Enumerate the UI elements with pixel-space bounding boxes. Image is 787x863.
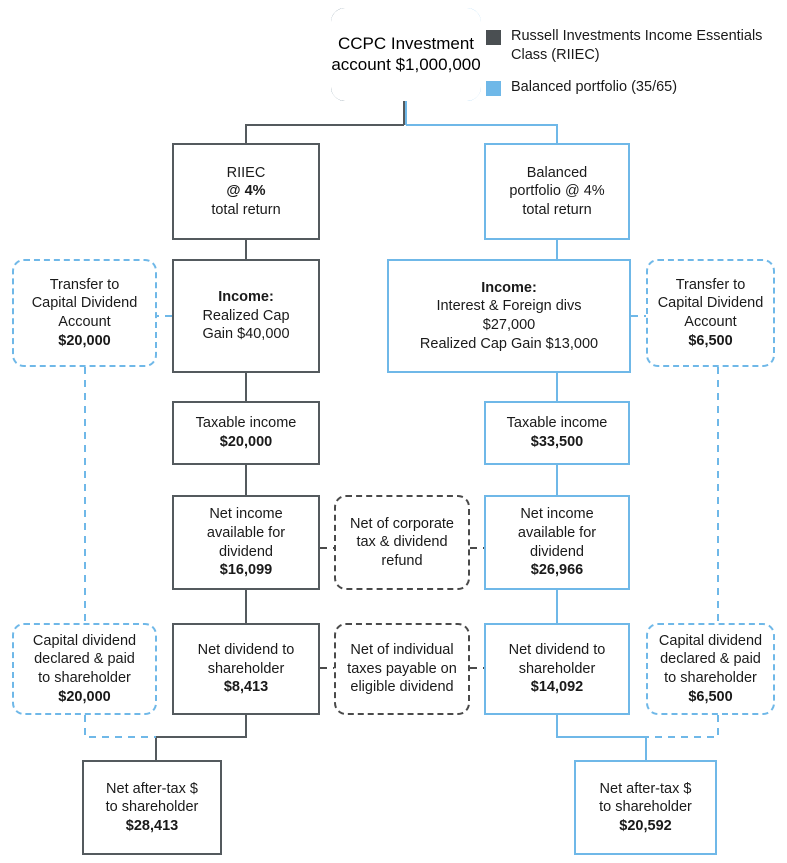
left-taxable-amount: $20,000 bbox=[219, 434, 273, 450]
left-net-dividend-line-1: Net dividend to bbox=[197, 642, 295, 659]
left-capital-dividend-paid-box: Capital dividend declared & paid to shar… bbox=[12, 623, 157, 715]
right-net-dividend-box: Net dividend to shareholder $14,092 bbox=[484, 623, 630, 715]
left-net-after-tax-box: Net after-tax $ to shareholder $28,413 bbox=[82, 760, 222, 855]
legend-label-riiec: Russell Investments Income Essentials Cl… bbox=[511, 28, 763, 63]
right-cdp-line-3: to shareholder bbox=[664, 670, 757, 686]
right-cdp-line-2: declared & paid bbox=[660, 651, 761, 668]
right-taxable-income-box: Taxable income $33,500 bbox=[484, 401, 630, 465]
left-net-income-line-3: dividend bbox=[218, 543, 273, 560]
legend: Russell Investments Income Essentials Cl… bbox=[486, 27, 786, 110]
right-income-line-1: Interest & Foreign divs bbox=[436, 298, 582, 315]
left-income-line-1: Realized Cap bbox=[202, 307, 290, 324]
legend-item-balanced: Balanced portfolio (35/65) bbox=[486, 78, 786, 97]
note-net-of-corporate-tax: Net of corporate tax & dividend refund bbox=[334, 495, 470, 590]
left-net-income-line-1: Net income bbox=[209, 506, 283, 523]
corp-note-line-3: refund bbox=[381, 552, 423, 569]
right-taxable-amount: $33,500 bbox=[530, 434, 584, 450]
left-after-tax-amount: $28,413 bbox=[125, 817, 179, 834]
right-net-income-line-3: dividend bbox=[529, 543, 584, 560]
left-net-income-amount: $16,099 bbox=[219, 562, 273, 579]
left-after-tax-line-1: Net after-tax $ bbox=[106, 780, 198, 797]
right-return-line-3: total return bbox=[522, 201, 592, 218]
legend-item-riiec: Russell Investments Income Essentials Cl… bbox=[486, 27, 786, 65]
note-net-of-individual-tax: Net of individual taxes payable on eligi… bbox=[334, 623, 470, 715]
left-income-heading: Income: bbox=[218, 289, 274, 306]
left-cda-line-3: Account bbox=[58, 314, 111, 330]
indiv-note-line-2: taxes payable on bbox=[347, 660, 457, 677]
right-income-heading: Income: bbox=[481, 279, 537, 296]
left-transfer-to-cda-box: Transfer to Capital Dividend Account $20… bbox=[12, 259, 157, 367]
left-return-box: RIIEC @ 4% total return bbox=[172, 143, 320, 240]
left-cdp-line-3: to shareholder bbox=[38, 670, 131, 686]
left-cdp-line-1: Capital dividend bbox=[32, 632, 137, 649]
right-cda-line-2: Capital Dividend bbox=[657, 295, 764, 312]
left-cda-line-1: Transfer to bbox=[49, 276, 120, 293]
left-cdp-line-2: declared & paid bbox=[34, 651, 135, 668]
right-net-after-tax-box: Net after-tax $ to shareholder $20,592 bbox=[574, 760, 717, 855]
ccpc-line-2: Investment bbox=[390, 33, 475, 53]
right-net-income-line-2: available for bbox=[517, 524, 597, 541]
right-return-line-1: Balanced bbox=[526, 164, 588, 181]
right-taxable-label: Taxable income bbox=[506, 415, 608, 432]
left-return-line-1: RIIEC bbox=[226, 164, 266, 181]
left-after-tax-line-2: to shareholder bbox=[105, 799, 199, 816]
left-net-dividend-amount: $8,413 bbox=[223, 679, 269, 696]
right-net-income-line-1: Net income bbox=[520, 506, 594, 523]
left-net-dividend-line-2: shareholder bbox=[207, 660, 285, 677]
right-cdp-line-1: Capital dividend bbox=[658, 632, 763, 649]
ccpc-line-1: CCPC bbox=[337, 33, 387, 53]
indiv-note-line-3: eligible dividend bbox=[350, 679, 454, 696]
right-income-box: Income: Interest & Foreign divs $27,000 … bbox=[387, 259, 631, 373]
legend-label-balanced: Balanced portfolio (35/65) bbox=[511, 78, 678, 95]
left-return-line-3: total return bbox=[211, 201, 281, 218]
left-taxable-label: Taxable income bbox=[195, 415, 297, 432]
left-income-line-2: Gain $40,000 bbox=[202, 326, 290, 343]
indiv-note-line-1: Net of individual bbox=[350, 642, 454, 659]
right-capital-dividend-paid-box: Capital dividend declared & paid to shar… bbox=[646, 623, 775, 715]
corp-note-line-1: Net of corporate bbox=[350, 515, 454, 532]
left-taxable-income-box: Taxable income $20,000 bbox=[172, 401, 320, 465]
left-cdp-amount: $20,000 bbox=[58, 688, 111, 705]
left-cda-amount: $20,000 bbox=[58, 332, 111, 349]
left-net-income-line-2: available for bbox=[206, 524, 286, 541]
left-cda-line-2: Capital Dividend bbox=[31, 295, 138, 312]
right-cdp-amount: $6,500 bbox=[688, 688, 733, 705]
left-income-box: Income: Realized Cap Gain $40,000 bbox=[172, 259, 320, 373]
left-net-income-box: Net income available for dividend $16,09… bbox=[172, 495, 320, 590]
right-net-income-box: Net income available for dividend $26,96… bbox=[484, 495, 630, 590]
legend-swatch-dark-icon bbox=[486, 30, 501, 45]
right-net-dividend-amount: $14,092 bbox=[530, 679, 584, 696]
right-after-tax-line-2: to shareholder bbox=[599, 799, 692, 816]
right-return-box: Balanced portfolio @ 4% total return bbox=[484, 143, 630, 240]
right-cda-line-3: Account bbox=[684, 314, 737, 330]
corp-note-line-2: tax & dividend bbox=[356, 534, 448, 551]
ccpc-amount: $1,000,000 bbox=[395, 54, 481, 74]
right-cda-line-1: Transfer to bbox=[675, 276, 746, 293]
right-net-dividend-line-1: Net dividend to bbox=[508, 642, 606, 659]
right-transfer-to-cda-box: Transfer to Capital Dividend Account $6,… bbox=[646, 259, 775, 367]
right-net-income-amount: $26,966 bbox=[530, 562, 584, 579]
right-after-tax-line-1: Net after-tax $ bbox=[599, 780, 692, 797]
right-income-line-2: $27,000 bbox=[482, 317, 536, 333]
right-return-line-2: portfolio @ 4% bbox=[509, 183, 605, 200]
ccpc-investment-account-node: CCPC Investment account $1,000,000 bbox=[331, 8, 481, 101]
right-net-dividend-line-2: shareholder bbox=[518, 660, 596, 677]
legend-swatch-blue-icon bbox=[486, 80, 501, 96]
ccpc-line-3: account bbox=[331, 54, 391, 74]
left-return-line-2: @ 4% bbox=[226, 183, 266, 200]
left-net-dividend-box: Net dividend to shareholder $8,413 bbox=[172, 623, 320, 715]
right-after-tax-amount: $20,592 bbox=[619, 817, 672, 834]
right-cda-amount: $6,500 bbox=[688, 332, 733, 349]
right-income-line-3: Realized Cap Gain $13,000 bbox=[419, 335, 599, 352]
